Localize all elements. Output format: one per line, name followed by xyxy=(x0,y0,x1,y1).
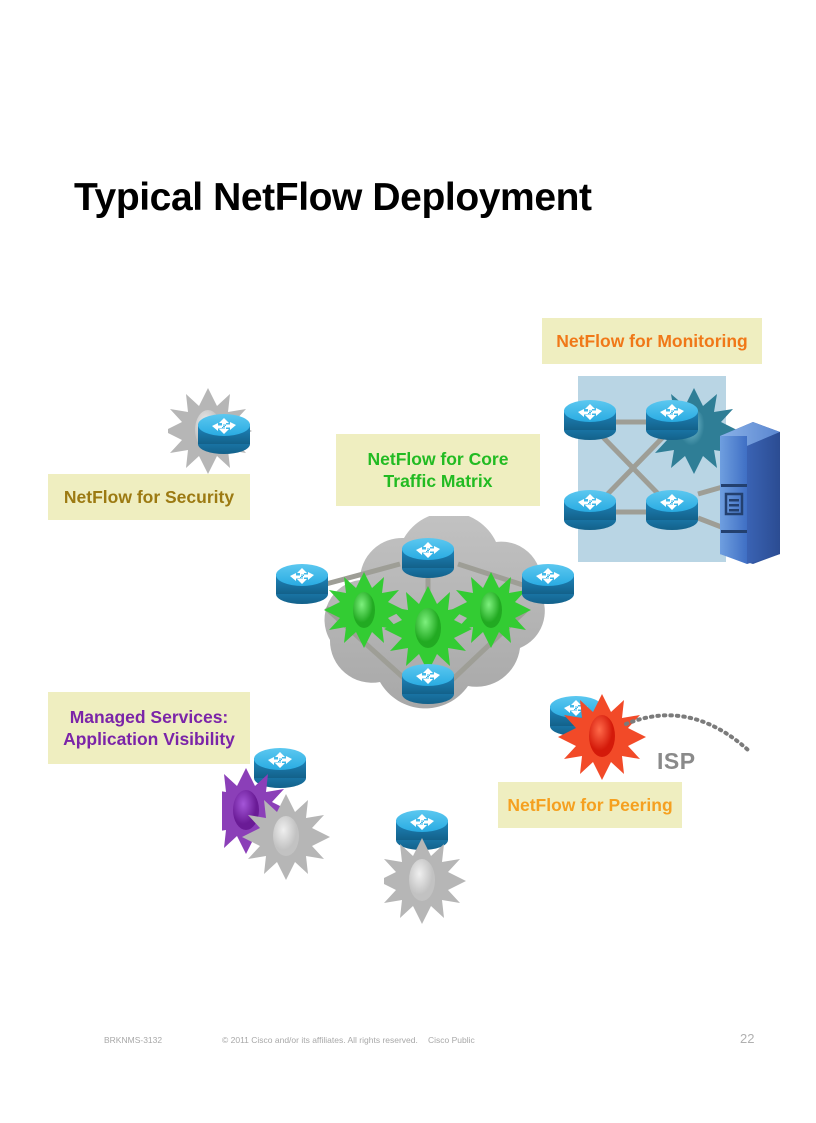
isp-label: ISP xyxy=(657,748,696,774)
application-visibility-burst-node xyxy=(222,768,290,854)
footer-session-code: BRKNMS-3132 xyxy=(104,1035,163,1045)
flow-burst-right xyxy=(451,572,531,648)
callout-netflow-for-monitoring: NetFlow for Monitoring xyxy=(542,318,762,364)
security-node-art xyxy=(168,388,252,474)
callout-text-line: Managed Services: xyxy=(69,706,229,727)
bottom-edge-node-art xyxy=(384,810,466,924)
footer-copyright: © 2011 Cisco and/or its affiliates. All … xyxy=(222,1035,418,1045)
peering-node-art xyxy=(550,694,750,780)
cloud-router-top xyxy=(402,538,454,578)
callout-text-line: NetFlow for Peering xyxy=(507,794,673,815)
callout-netflow-for-security: NetFlow for Security xyxy=(48,474,250,520)
callout-netflow-for-peering: NetFlow for Peering xyxy=(498,782,682,828)
isp-dotted-link xyxy=(624,713,750,752)
footer-classification: Cisco Public xyxy=(428,1035,475,1045)
callout-managed-services-application-visibility: Managed Services: Application Visibility xyxy=(48,692,250,764)
flow-burst-left xyxy=(324,572,404,648)
callout-netflow-for-core-traffic-matrix: NetFlow for Core Traffic Matrix xyxy=(336,434,540,506)
monitoring-topology-art xyxy=(564,388,780,564)
managed-gray-burst-node xyxy=(242,794,330,880)
callout-text-line: NetFlow for Monitoring xyxy=(556,330,748,351)
callout-text-line: NetFlow for Security xyxy=(63,486,235,507)
callout-text-line: Traffic Matrix xyxy=(383,471,493,491)
netflow-collector-server xyxy=(720,422,780,564)
peering-burst-node xyxy=(558,694,646,780)
cloud-router-bottom xyxy=(402,664,454,704)
callout-text-line: NetFlow for Core xyxy=(367,448,509,469)
bottom-edge-router xyxy=(396,810,448,850)
slide-footer: BRKNMS-3132 © 2011 Cisco and/or its affi… xyxy=(0,1030,816,1054)
flow-burst-center xyxy=(384,586,472,672)
bottom-edge-burst-node xyxy=(384,838,466,924)
footer-page-number: 22 xyxy=(740,1031,755,1046)
core-network-cloud-art xyxy=(276,516,574,756)
callout-text-line: Application Visibility xyxy=(63,729,235,749)
cloud-router-left xyxy=(276,564,328,604)
managed-services-node-art xyxy=(222,748,330,880)
page-title: Typical NetFlow Deployment xyxy=(74,176,592,219)
cloud-router-right xyxy=(522,564,574,604)
security-router xyxy=(198,414,250,454)
